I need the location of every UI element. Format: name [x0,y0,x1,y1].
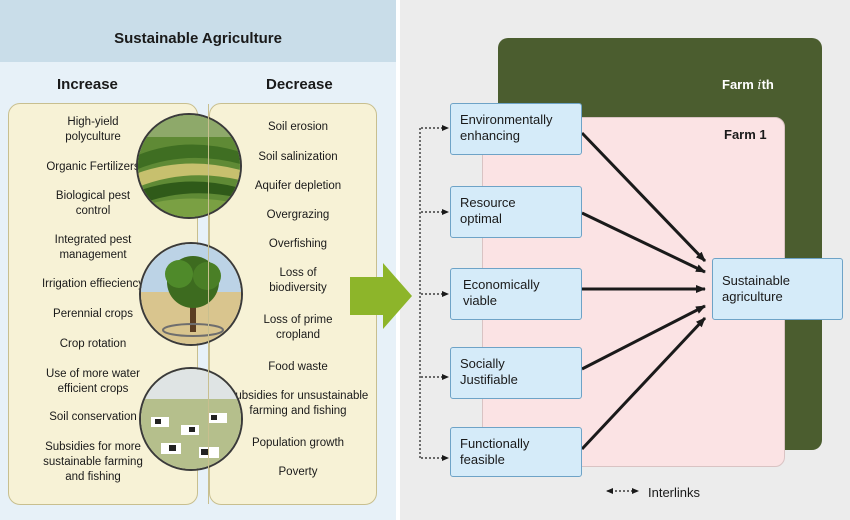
increase-item: Organic Fertilizers [46,161,140,173]
increase-item: Subsidies for more sustainable farming a… [43,441,143,483]
decrease-item: Overfishing [268,238,328,250]
arrow-functional [580,316,707,451]
decrease-item: Loss of biodiversity [269,267,327,294]
arrow-social [581,304,706,371]
decrease-item: Poverty [278,466,318,478]
terraced-fields-image [136,113,242,219]
tree-irrigation-image [139,242,243,346]
decrease-item: Aquifer depletion [254,180,342,192]
decrease-item: Loss of prime cropland [263,314,333,341]
criterion-environmentally-enhancing: Environmentally enhancing [450,103,582,155]
decrease-item: Soil salinization [258,151,338,163]
increase-item: Biological pest control [55,190,131,217]
increase-item: Crop rotation [59,338,127,350]
increase-heading: Increase [57,76,118,93]
decrease-heading: Decrease [266,76,333,93]
decrease-item: Overgrazing [266,209,330,221]
arrow-resource [581,211,706,274]
arrow-environmental [580,131,707,263]
criterion-economically-viable: Economically viable [450,268,582,320]
criterion-functionally-feasible: Functionally feasible [450,427,582,477]
farm-ith-label: Farm ith [722,77,774,93]
increase-item: Perennial crops [53,308,133,320]
decrease-item: Soil erosion [267,121,329,133]
interlinks-legend-label: Interlinks [648,485,701,500]
panel-header [0,0,396,62]
sustainable-agriculture-target: Sustainable agriculture [712,258,843,320]
column-separator [208,104,209,504]
increase-item: Integrated pest management [54,234,132,261]
increase-item: Use of more water efficient crops [46,368,140,395]
farm-1-label: Farm 1 [724,127,767,142]
increase-item: High-yield polyculture [65,116,121,143]
panel-divider [396,0,400,520]
criterion-resource-optimal: Resource optimal [450,186,582,238]
panel-title: Sustainable Agriculture [114,30,282,47]
decrease-item: Food waste [268,361,328,373]
transition-arrow-icon [350,263,412,329]
increase-item: Irrigation effieciency [41,278,145,290]
criterion-socially-justifiable: Socially Justifiable [450,347,582,399]
increase-item: Soil conservation [49,411,137,423]
decrease-item: Population growth [251,437,345,449]
decrease-item: Subsidies for unsustainable farming and … [227,390,369,417]
